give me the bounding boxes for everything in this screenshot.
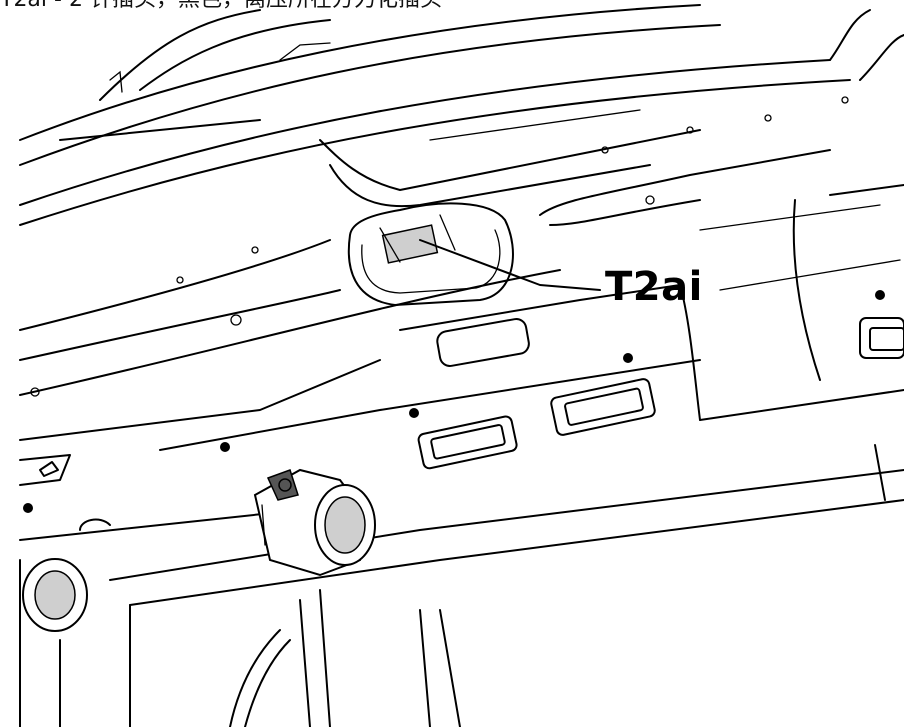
diagram-caption: T2ai - 2 针插头，黑色，离压所在方力化插头	[0, 0, 442, 14]
body-panel	[19, 109, 904, 451]
fasteners	[23, 96, 885, 513]
connector-pocket	[347, 202, 514, 306]
callout-leader-line	[419, 239, 601, 291]
roof-panel-edges	[19, 4, 904, 226]
panel-slots	[417, 317, 904, 470]
round-component-left	[22, 558, 88, 632]
sensor-housing	[253, 468, 376, 577]
lower-body-structure	[19, 444, 904, 727]
connector-callout-label: T2ai	[605, 264, 703, 310]
